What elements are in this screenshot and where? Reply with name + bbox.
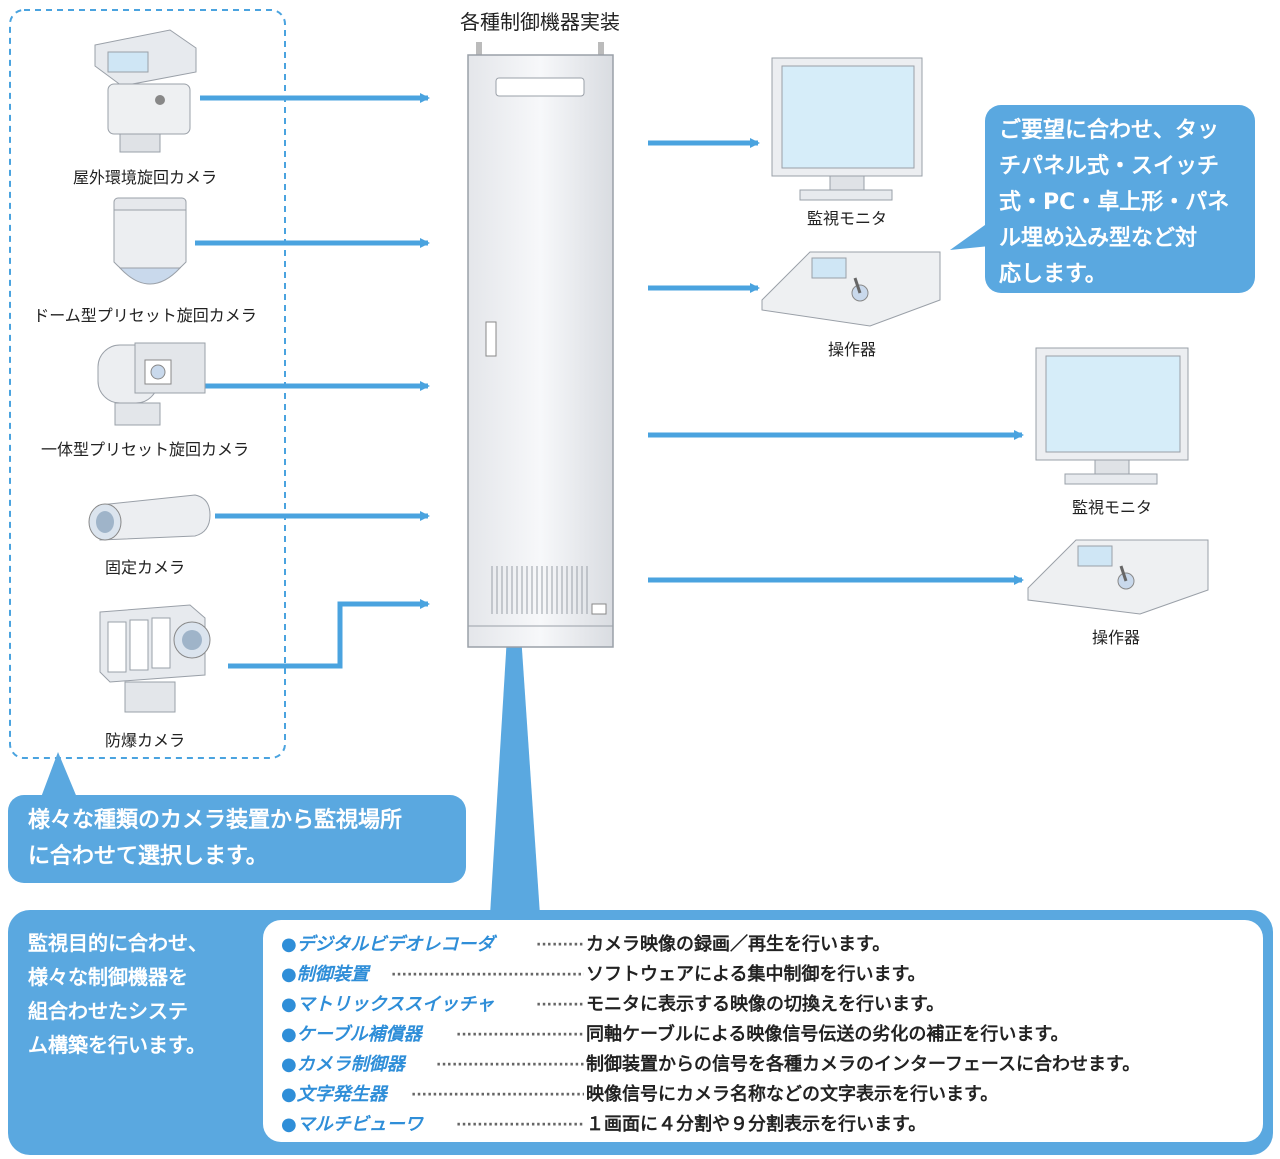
controller-icon bbox=[1027, 539, 1209, 615]
system-description: 監視目的に合わせ、 様々な制御機器を 組合わせたシステ ム構築を行います。 bbox=[28, 926, 253, 1062]
output-label-controller-2: 操作器 bbox=[1091, 628, 1140, 647]
camera-label-fixed: 固定カメラ bbox=[104, 558, 185, 577]
device-desc: 同軸ケーブルによる映像信号伝送の劣化の補正を行います。 bbox=[586, 1024, 1069, 1045]
dot-leader: ·········· bbox=[536, 937, 584, 953]
camera-bubble-pointer bbox=[40, 752, 78, 800]
device-name: ●マルチビューワ bbox=[281, 1114, 423, 1135]
output-label-monitor-2: 監視モニタ bbox=[1071, 498, 1152, 517]
dot-leader: ········································… bbox=[456, 1117, 584, 1133]
system-text-line: 監視目的に合わせ、 bbox=[28, 931, 208, 955]
device-name: ●文字発生器 bbox=[281, 1084, 387, 1105]
integrated-ptz-camera-icon bbox=[97, 342, 206, 426]
device-desc: 映像信号にカメラ名称などの文字表示を行います。 bbox=[586, 1084, 999, 1105]
controller-icon bbox=[761, 251, 941, 327]
output-label-controller-1: 操作器 bbox=[827, 340, 876, 359]
camera-bubble-line: に合わせて選択します。 bbox=[28, 844, 268, 869]
camera-label-outdoor: 屋外環境旋回カメラ bbox=[72, 168, 217, 187]
outdoor-ptz-camera-icon bbox=[94, 29, 197, 153]
cabinet-title: 各種制御機器実装 bbox=[460, 10, 620, 34]
device-list: ●デジタルビデオレコーダ ·········· カメラ映像の録画／再生を行います… bbox=[263, 920, 1263, 1142]
equipment-cabinet bbox=[467, 42, 614, 648]
touch-bubble-line: 応します。 bbox=[999, 262, 1107, 287]
dot-leader: ········································… bbox=[436, 1057, 584, 1073]
dot-leader: ········································… bbox=[456, 1027, 584, 1043]
device-name: ●デジタルビデオレコーダ bbox=[281, 934, 495, 955]
device-name: ●制御装置 bbox=[281, 964, 369, 985]
touch-panel-bubble: ご要望に合わせ、タッ チパネル式・スイッチ 式・PC・卓上形・パネ ル埋め込み型… bbox=[985, 105, 1255, 293]
camera-selection-bubble: 様々な種類のカメラ装置から監視場所 に合わせて選択します。 bbox=[8, 795, 466, 883]
system-bubble: 監視目的に合わせ、 様々な制御機器を 組合わせたシステ ム構築を行います。 ●デ… bbox=[8, 910, 1273, 1155]
system-text-line: 様々な制御機器を bbox=[28, 965, 188, 989]
device-name: ●マトリックススイッチャ bbox=[281, 994, 494, 1015]
touch-bubble-line: チパネル式・スイッチ bbox=[999, 154, 1220, 179]
camera-bubble-line: 様々な種類のカメラ装置から監視場所 bbox=[28, 808, 403, 833]
camera-arrows bbox=[195, 93, 430, 669]
device-name: ●カメラ制御器 bbox=[281, 1054, 405, 1075]
dot-leader: ·········· bbox=[536, 997, 584, 1013]
camera-label-explosion-proof: 防爆カメラ bbox=[104, 731, 185, 750]
device-name: ●ケーブル補償器 bbox=[281, 1024, 422, 1045]
monitor-icon bbox=[771, 57, 923, 201]
device-desc: １画面に４分割や９分割表示を行います。 bbox=[586, 1114, 927, 1135]
device-desc: カメラ映像の録画／再生を行います。 bbox=[586, 934, 891, 955]
output-arrows bbox=[648, 138, 1024, 585]
system-bubble-connector bbox=[490, 620, 540, 915]
system-text-line: ム構築を行います。 bbox=[28, 1033, 206, 1057]
dot-leader: ········································… bbox=[411, 1087, 584, 1103]
touch-bubble-line: ル埋め込み型など対 bbox=[999, 226, 1198, 251]
camera-label-integrated: 一体型プリセット旋回カメラ bbox=[40, 440, 249, 459]
system-text-line: 組合わせたシステ bbox=[28, 999, 188, 1023]
dome-camera-icon bbox=[113, 197, 187, 285]
device-desc: ソフトウェアによる集中制御を行います。 bbox=[586, 964, 926, 985]
fixed-camera-icon bbox=[88, 494, 211, 541]
camera-label-dome: ドーム型プリセット旋回カメラ bbox=[33, 306, 257, 325]
device-desc: モニタに表示する映像の切換えを行います。 bbox=[586, 994, 945, 1015]
arrow-camera-5 bbox=[228, 599, 430, 669]
touch-bubble-line: 式・PC・卓上形・パネ bbox=[999, 190, 1230, 215]
touch-bubble-line: ご要望に合わせ、タッ bbox=[999, 118, 1220, 143]
output-label-monitor-1: 監視モニタ bbox=[806, 209, 887, 228]
dot-leader: ········································… bbox=[391, 967, 584, 983]
monitor-icon bbox=[1035, 347, 1189, 485]
explosion-proof-camera-icon bbox=[99, 604, 211, 713]
device-desc: 制御装置からの信号を各種カメラのインターフェースに合わせます。 bbox=[586, 1054, 1141, 1075]
